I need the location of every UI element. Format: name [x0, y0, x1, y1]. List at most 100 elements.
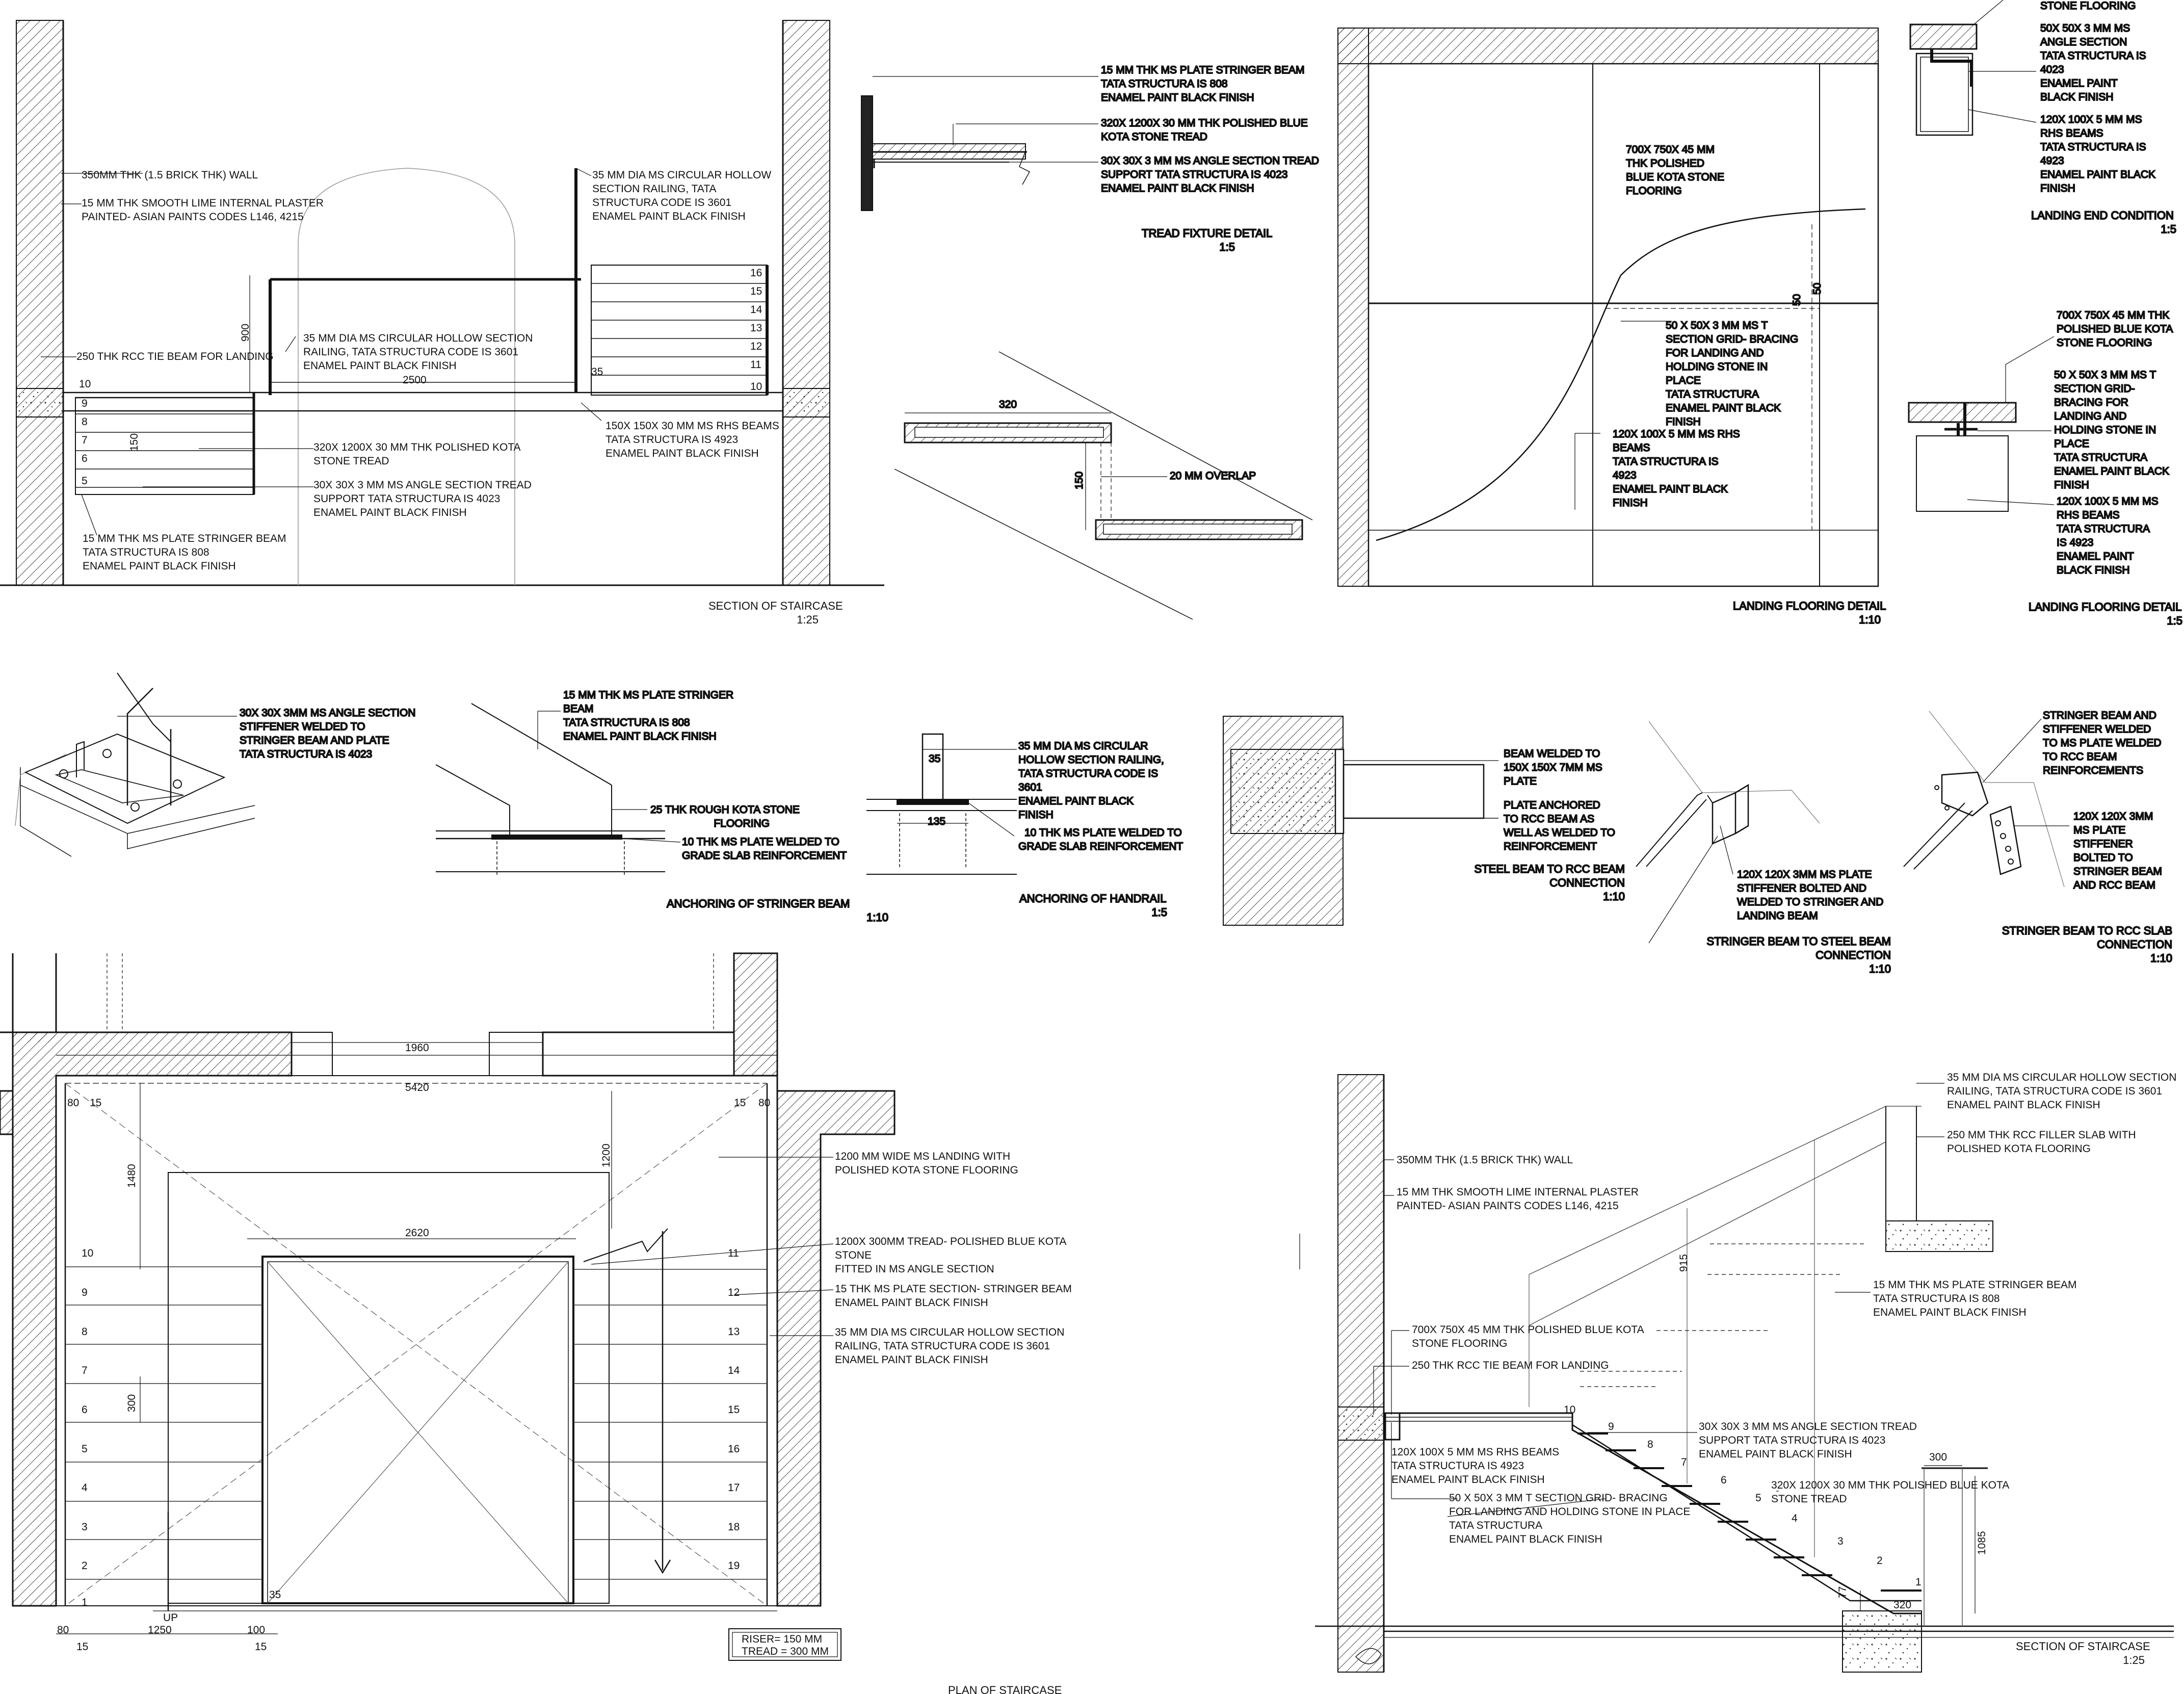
note: ENAMEL PAINT BLACK FINISH	[563, 731, 717, 742]
drawing-title: TREAD FIXTURE DETAIL	[1142, 227, 1272, 240]
note: ENAMEL PAINT BLACK	[2040, 169, 2155, 180]
note: 3601	[1018, 781, 1042, 793]
drawing-title: LANDING FLOORING DETAIL	[1733, 600, 1886, 612]
note: PLATE	[1504, 775, 1537, 787]
note: BLUE KOTA STONE	[1626, 171, 1724, 183]
step-number: 10	[82, 1247, 93, 1259]
drawing-title: STEEL BEAM TO RCC BEAM	[1475, 863, 1625, 875]
step-number: 5	[1755, 1492, 1761, 1504]
note: ENAMEL PAINT	[2057, 551, 2134, 562]
note: TO RCC BEAM	[2043, 751, 2117, 763]
note: 10 THK MS PLATE WELDED TO	[682, 836, 839, 848]
note: BEAM	[563, 703, 594, 715]
dim: 1250	[148, 1624, 172, 1636]
note: FINISH	[1666, 416, 1701, 428]
note: 25 THK ROUGH KOTA STONE	[650, 804, 800, 816]
dim: 35	[929, 753, 940, 765]
step-number: 18	[728, 1521, 740, 1533]
dim: 50	[1811, 283, 1823, 295]
dim: 135	[928, 816, 945, 827]
note: IS 4923	[2057, 537, 2093, 549]
note: STRINGER BEAM	[2073, 866, 2162, 877]
note: 35 MM DIA MS CIRCULAR	[1018, 740, 1148, 752]
note: TATA STRUCTURA IS 808	[1101, 78, 1228, 90]
note: 4923	[2040, 155, 2064, 167]
drawing-title: SECTION OF STAIRCASE	[708, 600, 843, 612]
note: RHS BEAMS	[2040, 127, 2103, 139]
note: SUPPORT TATA STRUCTURA IS 4023	[313, 493, 500, 505]
step-number: 7	[82, 434, 88, 446]
steel-rcc-detail: BEAM WELDED TO 150X 150X 7MM MS PLATE PL…	[1223, 716, 1625, 926]
note: 4023	[2040, 64, 2064, 75]
note: 15 MM THK MS PLATE STRINGER BEAM	[1873, 1279, 2076, 1291]
note: STIFFENER WELDED TO	[240, 721, 365, 733]
step-number: 2	[1877, 1555, 1883, 1567]
drawing-scale: 1:5	[2167, 614, 2182, 627]
stringer-slab-detail: STRINGER BEAM AND STIFFENER WELDED TO MS…	[1903, 709, 2173, 965]
drawing-scale: 1:5	[1151, 906, 1167, 919]
wall-right	[782, 20, 830, 586]
step-number: 8	[82, 416, 88, 428]
drawing-title: LANDING END CONDITION	[2031, 209, 2174, 222]
note: PLACE	[2054, 438, 2089, 450]
step-number: 5	[82, 1443, 88, 1455]
note: BLACK FINISH	[2057, 564, 2130, 576]
drawing-title: ANCHORING OF STRINGER BEAM	[667, 897, 850, 910]
step-number: 16	[750, 267, 762, 279]
note: FINISH	[1613, 497, 1648, 509]
step-number: 15	[728, 1404, 740, 1416]
drawing-scale: 1:10	[2150, 952, 2172, 965]
note: STONE FLOORING	[2057, 337, 2152, 349]
dim: 35	[591, 366, 603, 378]
note: PLATE ANCHORED	[1504, 799, 1600, 811]
note: TATA STRUCTURA IS 808	[1873, 1293, 2000, 1305]
plan-labels: 1960 5420 80 15 15 80 1480 1200 2620 300…	[57, 1042, 1072, 1694]
drawing-title: CONNECTION	[1815, 949, 1891, 961]
note: WELL AS WELDED TO	[1504, 827, 1615, 839]
note: PAINTED- ASIAN PAINTS CODES L146, 4215	[82, 211, 304, 223]
note: 1200 MM WIDE MS LANDING WITH	[835, 1151, 1010, 1162]
base-plate-detail: 30X 30X 3MM MS ANGLE SECTION STIFFENER W…	[15, 672, 416, 857]
note: 30X 30X 3 MM MS ANGLE SECTION TREAD	[1699, 1421, 1917, 1432]
drawing-title: CONNECTION	[1549, 876, 1625, 889]
note: BRACING FOR	[2054, 397, 2128, 408]
dim: 50	[1791, 294, 1803, 306]
tie-beam-right	[782, 388, 830, 418]
note: MS PLATE	[2073, 824, 2125, 836]
dim: 15	[76, 1641, 88, 1653]
note: TATA STRUCTURA IS	[2040, 50, 2146, 62]
note: ENAMEL PAINT BLACK FINISH	[303, 360, 457, 372]
note: 30X 30X 3MM MS ANGLE SECTION	[240, 707, 415, 719]
note: ANGLE SECTION	[2040, 36, 2127, 48]
tie-beam-left	[16, 388, 64, 418]
note: THK POLISHED	[1626, 158, 1704, 169]
note: FITTED IN MS ANGLE SECTION	[835, 1263, 994, 1275]
drawing-scale: 1:25	[2123, 1654, 2145, 1666]
note: 120X 100X 5 MM MS	[2057, 496, 2159, 507]
step-number: 4	[82, 1482, 88, 1494]
step-number: 9	[1608, 1421, 1614, 1432]
note: PLACE	[1666, 375, 1701, 386]
note: ENAMEL PAINT BLACK FINISH	[835, 1297, 988, 1309]
riser-tread-box	[728, 1628, 841, 1661]
note: 250 THK RCC TIE BEAM FOR LANDING	[1412, 1360, 1609, 1371]
note: SUPPORT TATA STRUCTURA IS 4023	[1699, 1435, 1885, 1446]
note: 35 MM DIA MS CIRCULAR HOLLOW SECTION	[835, 1326, 1064, 1338]
dim: 1960	[405, 1042, 429, 1054]
dim: 150	[1073, 472, 1085, 489]
note: FINISH	[2054, 479, 2089, 491]
step-number: 9	[82, 398, 88, 409]
note: RHS BEAMS	[2057, 509, 2120, 521]
step-number: 4	[1792, 1513, 1798, 1524]
step-number: 14	[750, 304, 762, 316]
note: STIFFENER BOLTED AND	[1737, 882, 1866, 894]
step-number: 6	[82, 453, 88, 464]
note: SECTION GRID-	[2054, 383, 2135, 395]
note: 30X 30X 3 MM MS ANGLE SECTION TREAD	[313, 479, 532, 491]
drawing-title: STRINGER BEAM TO STEEL BEAM	[1707, 935, 1891, 948]
note: STRINGER BEAM AND	[2043, 710, 2156, 721]
dim: 1200	[600, 1143, 612, 1167]
landing-floor-detail-2: 700X 750X 45 MM THK POLISHED BLUE KOTA S…	[1908, 309, 2183, 628]
note: ENAMEL PAINT BLACK FINISH	[1101, 92, 1254, 103]
note: 20 MM OVERLAP	[1170, 470, 1256, 482]
